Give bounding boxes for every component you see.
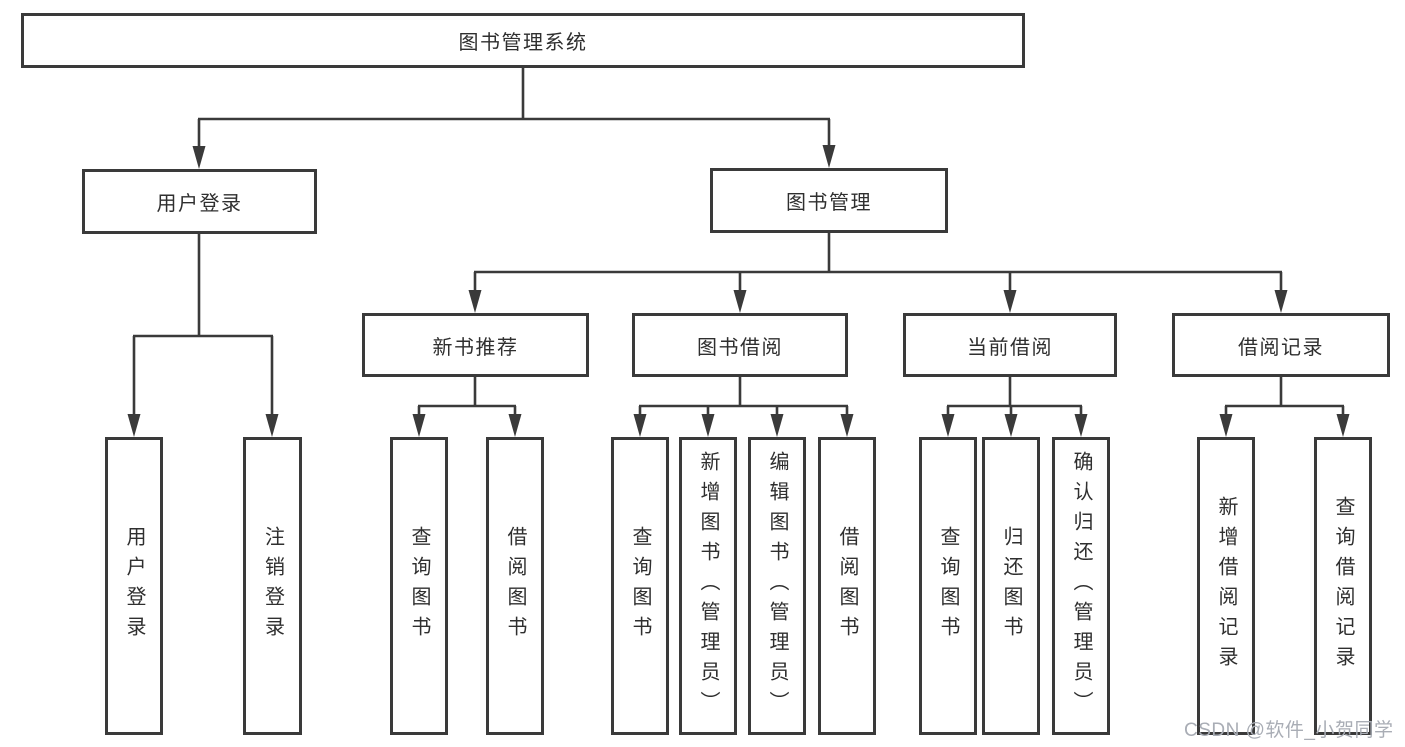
connector-borrow-record-to-leaves — [1219, 377, 1350, 437]
leaf-query-books-2: 查询图书 — [611, 437, 669, 735]
connector-book-borrow-to-leaves — [633, 377, 854, 437]
node-user-login: 用户登录 — [82, 169, 317, 234]
node-borrow-record: 借阅记录 — [1172, 313, 1390, 377]
connector-user-login-to-leaves — [127, 234, 279, 437]
leaf-confirm-return-admin: 确认归还（管理员） — [1052, 437, 1110, 735]
leaf-borrow-books-2: 借阅图书 — [818, 437, 876, 735]
leaf-borrow-books-1: 借阅图书 — [486, 437, 544, 735]
leaf-return-book: 归还图书 — [982, 437, 1040, 735]
leaf-query-books-3: 查询图书 — [919, 437, 977, 735]
node-current-borrow: 当前借阅 — [903, 313, 1117, 377]
leaf-logout: 注销登录 — [243, 437, 302, 735]
node-book-management: 图书管理 — [710, 168, 948, 233]
connector-root-to-level2 — [192, 68, 836, 169]
connector-current-borrow-to-leaves — [941, 377, 1088, 437]
node-root-library-system: 图书管理系统 — [21, 13, 1025, 68]
csdn-watermark: CSDN @软件_小贺同学 — [1184, 720, 1394, 741]
leaf-edit-book-admin: 编辑图书（管理员） — [748, 437, 806, 735]
leaf-add-borrow-record: 新增借阅记录 — [1197, 437, 1255, 735]
connector-new-book-rec-to-leaves — [412, 377, 522, 437]
leaf-query-books-1: 查询图书 — [390, 437, 448, 735]
node-book-borrow: 图书借阅 — [632, 313, 848, 377]
leaf-query-borrow-record: 查询借阅记录 — [1314, 437, 1372, 735]
connector-book-management-to-level3 — [468, 233, 1288, 313]
leaf-user-login: 用户登录 — [105, 437, 163, 735]
leaf-add-book-admin: 新增图书（管理员） — [679, 437, 737, 735]
node-new-book-recommend: 新书推荐 — [362, 313, 589, 377]
